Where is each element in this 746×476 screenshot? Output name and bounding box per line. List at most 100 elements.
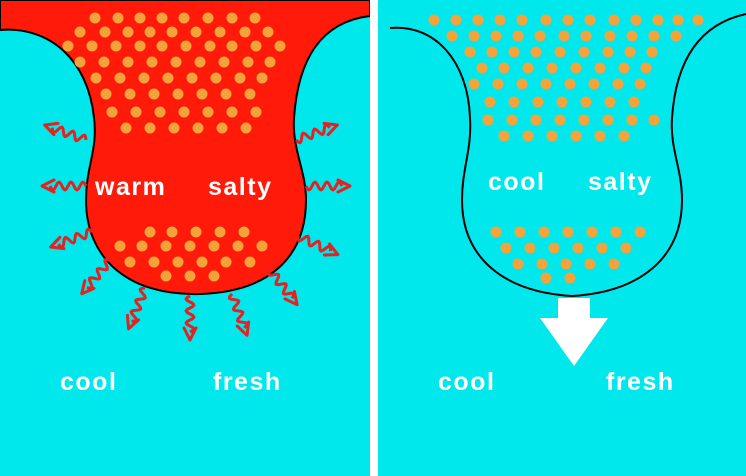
salt-particle (535, 31, 546, 42)
salt-particle (149, 89, 160, 100)
salt-particle (221, 257, 232, 268)
salt-particle (209, 241, 220, 252)
salt-particle (149, 257, 160, 268)
salt-particle (647, 47, 658, 58)
salt-particle (581, 97, 592, 108)
salt-particle (499, 131, 510, 142)
salt-particle (193, 123, 204, 134)
salt-particle (485, 97, 496, 108)
salt-particle (263, 27, 274, 38)
warm-salty-panel: warm salty cool fresh (0, 0, 370, 476)
salt-particle (191, 227, 202, 238)
salt-particle (595, 63, 606, 74)
salt-particle (509, 97, 520, 108)
salt-particle (541, 79, 552, 90)
salt-particle (627, 115, 638, 126)
salt-particle (123, 27, 134, 38)
salt-particle (611, 227, 622, 238)
salt-particle (113, 13, 124, 24)
salt-particle (581, 31, 592, 42)
salt-particle (145, 227, 156, 238)
salt-particle (203, 13, 214, 24)
salt-particle (87, 41, 98, 52)
salt-particle (649, 115, 660, 126)
salt-particle (587, 227, 598, 238)
salt-particle (179, 107, 190, 118)
salt-particle (125, 89, 136, 100)
salt-particle (595, 131, 606, 142)
salt-particle (495, 15, 506, 26)
water-label-cool: cool (438, 370, 495, 395)
salt-particle (131, 107, 142, 118)
salt-particle (215, 27, 226, 38)
salt-particle (597, 243, 608, 254)
salt-particle (265, 57, 276, 68)
salt-particle (531, 115, 542, 126)
salt-particle (155, 107, 166, 118)
salt-particle (653, 15, 664, 26)
salt-particle (147, 57, 158, 68)
salt-particle (221, 89, 232, 100)
salt-particle (631, 15, 642, 26)
salt-particle (491, 31, 502, 42)
water-label-cool: cool (60, 370, 117, 395)
salt-particle (115, 241, 126, 252)
salt-particle (63, 41, 74, 52)
salt-particle (205, 41, 216, 52)
salt-particle (227, 13, 238, 24)
salt-particle (517, 15, 528, 26)
salt-particle (499, 63, 510, 74)
salt-particle (240, 27, 251, 38)
salt-particle (227, 41, 238, 52)
salt-particle (563, 15, 574, 26)
salt-particle (257, 241, 268, 252)
cool-salty-diagram (378, 0, 746, 476)
plume-label-salty: salty (588, 170, 652, 195)
salt-particle (635, 79, 646, 90)
salt-particle (571, 63, 582, 74)
warm-salty-diagram (0, 0, 370, 476)
salt-particle (91, 73, 102, 84)
salt-particle (227, 107, 238, 118)
salt-particle (185, 271, 196, 282)
salt-particle (523, 131, 534, 142)
salt-particle (621, 243, 632, 254)
salt-particle (547, 131, 558, 142)
salt-particle (195, 57, 206, 68)
salt-particle (629, 97, 640, 108)
salt-particle (171, 57, 182, 68)
salt-particle (579, 47, 590, 58)
salt-particle (565, 79, 576, 90)
salt-particle (619, 63, 630, 74)
salt-particle (579, 115, 590, 126)
salt-particle (75, 27, 86, 38)
salt-particle (90, 13, 101, 24)
water-label-fresh: fresh (606, 370, 675, 395)
salt-particle (603, 47, 614, 58)
salt-particle (187, 73, 198, 84)
salt-particle (245, 257, 256, 268)
salt-particle (115, 73, 126, 84)
salt-particle (191, 27, 202, 38)
salt-particle (525, 243, 536, 254)
salt-particle (181, 41, 192, 52)
salt-particle (613, 79, 624, 90)
salt-particle (487, 47, 498, 58)
plume-label-salty: salty (208, 175, 272, 200)
salt-particle (565, 273, 576, 284)
salt-particle (173, 89, 184, 100)
salt-particle (123, 57, 134, 68)
salt-particle (555, 115, 566, 126)
salt-particle (125, 257, 136, 268)
salt-particle (605, 31, 616, 42)
salt-particle (243, 57, 254, 68)
salt-particle (209, 271, 220, 282)
salt-particle (241, 123, 252, 134)
salt-particle (571, 131, 582, 142)
salt-particle (469, 31, 480, 42)
salt-particle (619, 131, 630, 142)
salt-particle (523, 63, 534, 74)
salt-particle (167, 227, 178, 238)
salt-particle (185, 241, 196, 252)
salt-particle (145, 27, 156, 38)
